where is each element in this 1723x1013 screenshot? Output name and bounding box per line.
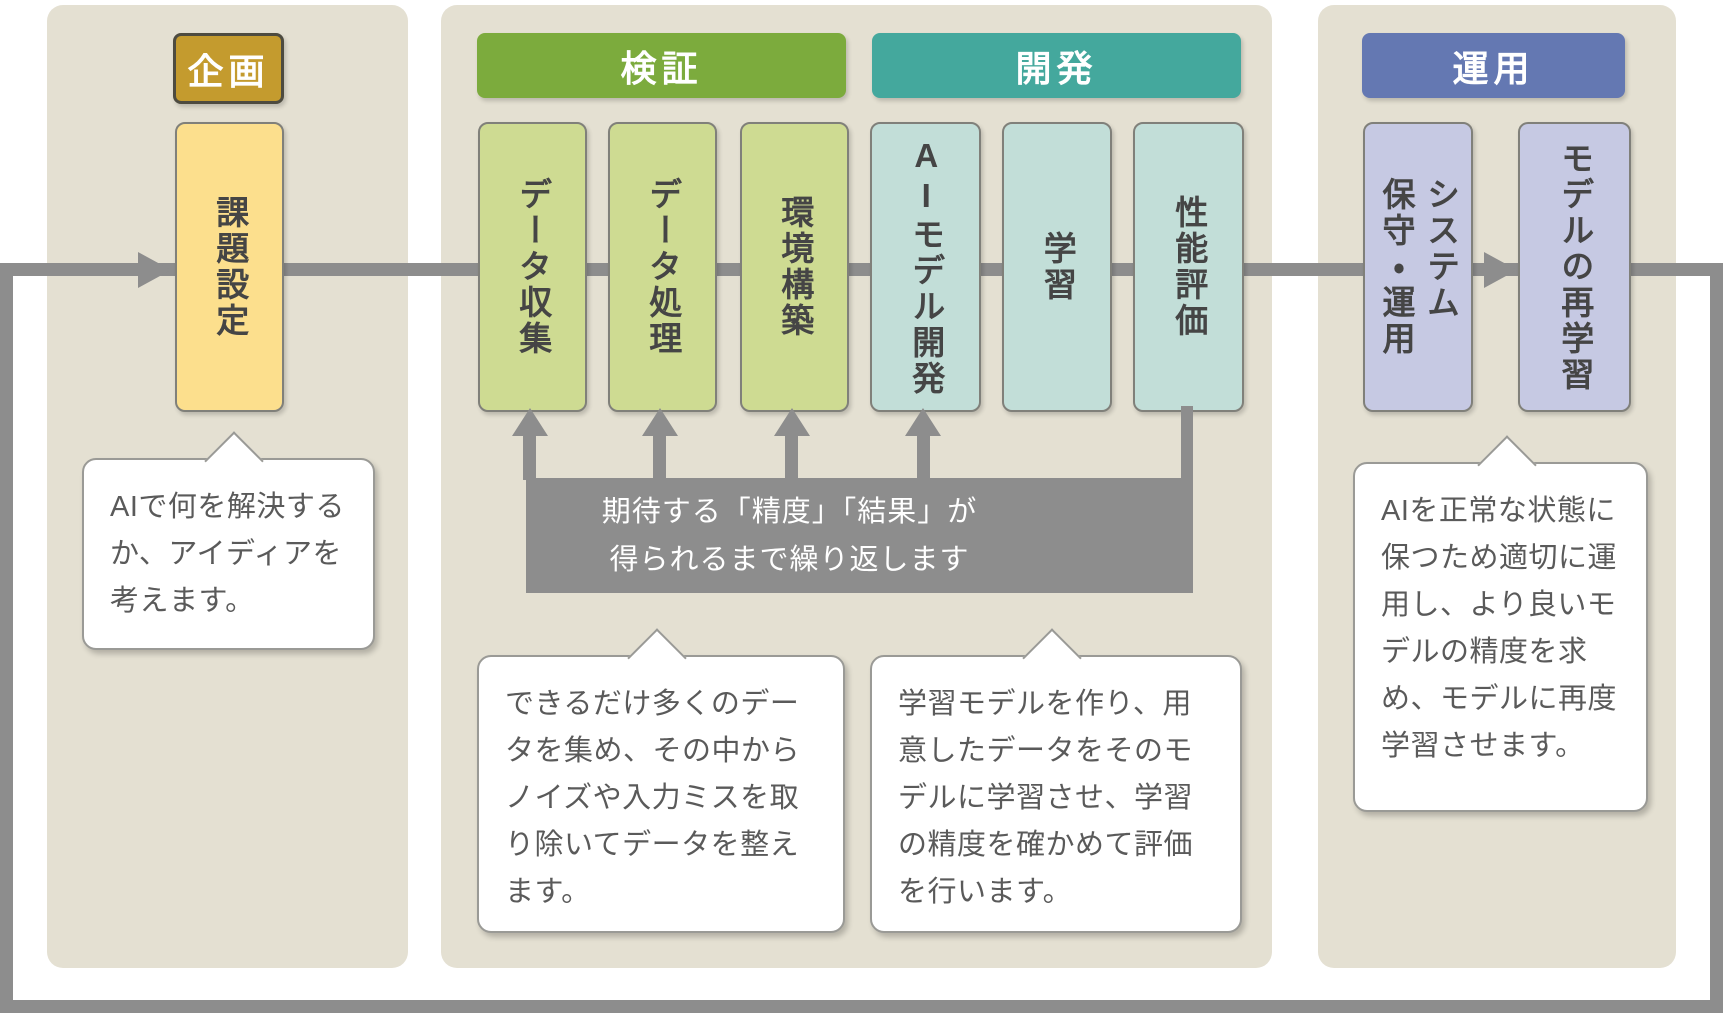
header-operation-label: 運用 xyxy=(1452,47,1535,89)
feedback-arrow-shaft-2 xyxy=(653,435,666,480)
header-planning-label: 企画 xyxy=(187,50,270,92)
feedback-arrowhead-4 xyxy=(905,408,941,436)
bubble-development: 学習モデルを作り、用 意したデータをそのモ デルに学習させ、学習 の精度を確かめ… xyxy=(870,628,1242,933)
box-training-label: 学習 xyxy=(1039,231,1077,303)
box-environment-setup: 環境構築 xyxy=(740,122,849,412)
box-model-retraining: モデルの再学習 xyxy=(1518,122,1631,412)
flow-line-bottom xyxy=(0,1000,1723,1013)
header-planning: 企画 xyxy=(173,33,284,104)
header-verification-label: 検証 xyxy=(620,47,703,89)
bubble-verification: できるだけ多くのデー タを集め、その中から ノイズや入力ミスを取 り除いてデータ… xyxy=(477,628,845,933)
box-environment-setup-label: 環境構築 xyxy=(776,195,814,339)
feedback-note-text: 期待する「精度」「結果」が 得られるまで繰り返します xyxy=(601,495,978,576)
feedback-arrowhead-3 xyxy=(774,408,810,436)
feedback-arrowhead-2 xyxy=(642,408,678,436)
flow-line-main xyxy=(0,263,1723,276)
box-performance-evaluation: 性能評価 xyxy=(1133,122,1244,412)
arrowhead-into-problem-setting xyxy=(138,252,171,288)
feedback-arrow-shaft-1 xyxy=(523,435,536,480)
bubble-development-text: 学習モデルを作り、用 意したデータをそのモ デルに学習させ、学習 の精度を確かめ… xyxy=(898,688,1194,908)
header-development: 開発 xyxy=(872,33,1241,98)
flow-line-right xyxy=(1710,263,1723,1013)
box-ai-model-development-label: AIモデル開発 xyxy=(907,137,945,397)
box-system-maintenance-operation: システム 保守・運用 xyxy=(1363,122,1473,412)
box-training: 学習 xyxy=(1002,122,1112,412)
arrowhead-into-model-retraining xyxy=(1484,252,1517,288)
header-operation: 運用 xyxy=(1362,33,1625,98)
feedback-note: 期待する「精度」「結果」が 得られるまで繰り返します xyxy=(526,478,1193,593)
box-ai-model-development: AIモデル開発 xyxy=(870,122,981,412)
feedback-arrow-shaft-4 xyxy=(917,435,930,480)
box-data-collection: データ収集 xyxy=(478,122,587,412)
bubble-operation-text: AIを正常な状態に 保つため適切に運 用し、より良いモ デルの精度を求 め、モデ… xyxy=(1381,495,1618,762)
bubble-verification-text: できるだけ多くのデー タを集め、その中から ノイズや入力ミスを取 り除いてデータ… xyxy=(505,688,801,908)
header-development-label: 開発 xyxy=(1015,47,1098,89)
bubble-planning-text: AIで何を解決する か、アイディアを 考えます。 xyxy=(110,491,345,617)
box-problem-setting-label: 課題設定 xyxy=(211,195,249,339)
feedback-connector xyxy=(1181,406,1193,480)
feedback-arrow-shaft-3 xyxy=(785,435,798,480)
box-data-collection-label: データ収集 xyxy=(514,177,552,357)
box-model-retraining-label: モデルの再学習 xyxy=(1556,141,1594,393)
flow-line-left xyxy=(0,263,13,1013)
bubble-planning: AIで何を解決する か、アイディアを 考えます。 xyxy=(82,431,375,650)
box-system-maintenance-operation-label: システム 保守・運用 xyxy=(1378,177,1460,357)
box-problem-setting: 課題設定 xyxy=(175,122,284,412)
header-verification: 検証 xyxy=(477,33,846,98)
box-data-processing-label: データ処理 xyxy=(644,177,682,357)
bubble-operation: AIを正常な状態に 保つため適切に運 用し、より良いモ デルの精度を求 め、モデ… xyxy=(1353,435,1648,812)
feedback-arrowhead-1 xyxy=(512,408,548,436)
box-performance-evaluation-label: 性能評価 xyxy=(1170,195,1208,339)
box-data-processing: データ処理 xyxy=(608,122,717,412)
